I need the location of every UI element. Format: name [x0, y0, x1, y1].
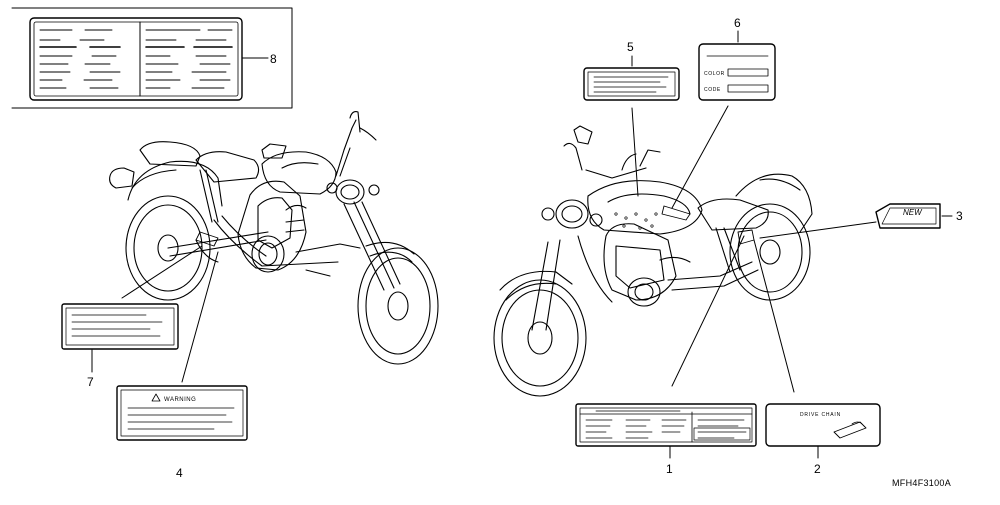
left-motorcycle-drawing — [109, 111, 439, 365]
label-3-new-text: NEW — [903, 208, 923, 217]
callout-2-number: 2 — [814, 462, 821, 476]
right-leader-lines — [631, 105, 953, 459]
label-7: 7 — [61, 303, 179, 389]
callout-6-number: 6 — [734, 16, 741, 30]
callout-4-number: 4 — [176, 466, 183, 480]
callout-5-number: 5 — [627, 40, 634, 54]
diagram-code: MFH4F3100A — [892, 478, 951, 488]
label-4-warning: WARNING 4 — [116, 385, 248, 480]
label-8-group: 8 — [11, 7, 293, 109]
label-6-color-code: COLOR CODE 6 — [698, 16, 776, 101]
callout-7-number: 7 — [87, 375, 94, 389]
label-4-warning-text: WARNING — [164, 397, 196, 403]
label-5: 5 — [583, 40, 680, 101]
label-8-outline — [29, 17, 243, 101]
callout-8-number: 8 — [270, 52, 277, 66]
label-6-code-text: CODE — [704, 87, 721, 93]
label-2-drive-chain-text: DRIVE CHAIN — [800, 412, 841, 418]
label-6-color-text: COLOR — [704, 71, 725, 77]
label-3-new-tag: NEW 3 — [875, 203, 963, 229]
left-leader-lines — [91, 245, 219, 383]
callout-3-number: 3 — [956, 209, 963, 223]
label-1: 1 — [575, 403, 757, 476]
right-motorcycle-drawing — [493, 125, 813, 397]
label-8-text-lines — [39, 29, 233, 89]
callout-1-number: 1 — [666, 462, 673, 476]
label-2-drive-chain: DRIVE CHAIN 2 — [765, 403, 881, 476]
label-8-frame — [11, 7, 293, 109]
